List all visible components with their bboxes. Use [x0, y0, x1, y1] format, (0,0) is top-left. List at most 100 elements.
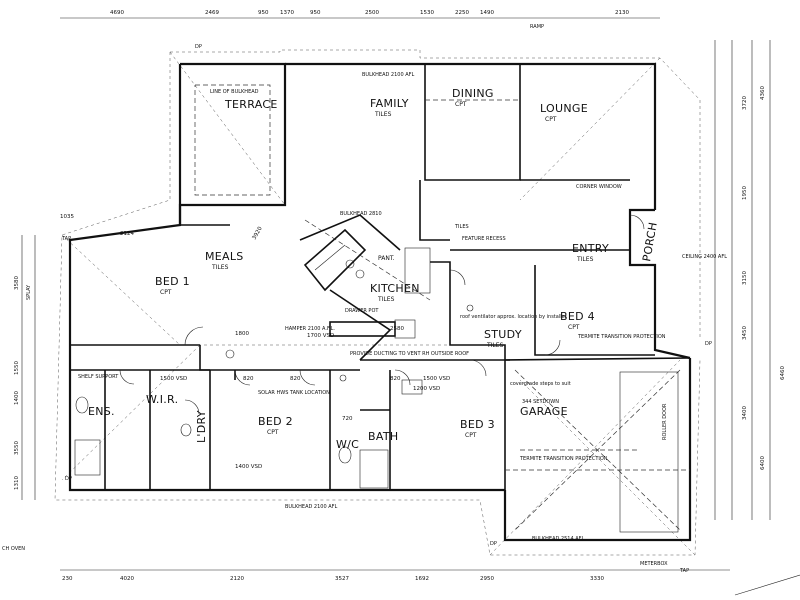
- dim-right-6: 3400: [742, 406, 748, 420]
- note-roof-ventilator: roof ventilator approx. location by inst…: [460, 314, 568, 320]
- room-terrace: TERRACE: [224, 98, 278, 111]
- room-kitchen-floor: TILES: [377, 296, 395, 303]
- dim-inner-12: 820: [290, 376, 301, 382]
- note-dp-4: DP: [705, 341, 712, 347]
- dim-right-3: 1950: [742, 186, 748, 200]
- dim-right-1: 4360: [760, 86, 766, 100]
- note-oven: CH OVEN: [2, 546, 25, 552]
- note-termite-1: TERMITE TRANSITION PROTECTION: [577, 334, 666, 340]
- dim-top-10: 2130: [615, 10, 629, 16]
- dim-inner-7: 1500 VSD: [160, 376, 187, 382]
- room-lounge: LOUNGE: [540, 102, 588, 115]
- note-line-of-bulkhead: LINE OF BULKHEAD: [210, 89, 259, 95]
- dim-bottom-1: 230: [62, 576, 73, 582]
- room-porch: PORCH: [640, 221, 660, 262]
- dim-right-4: 3150: [742, 271, 748, 285]
- interior-walls: [70, 64, 691, 490]
- room-dining: DINING: [452, 87, 494, 100]
- dim-right-5: 3450: [742, 326, 748, 340]
- room-garage: GARAGE: [520, 405, 568, 418]
- note-roller-door: ROLLER DOOR: [662, 403, 668, 440]
- note-cover-steps: covergrade steps to suit: [510, 381, 571, 387]
- dim-top-5: 950: [310, 10, 321, 16]
- note-feature-recess: FEATURE RECESS: [462, 236, 506, 242]
- room-entry-floor: TILES: [576, 256, 594, 263]
- exterior-walls: [68, 62, 692, 542]
- dim-top-2: 2469: [205, 10, 219, 16]
- note-ramp: RAMP: [530, 24, 544, 30]
- kitchen-benches: [303, 228, 431, 339]
- bulkhead-lines: [194, 84, 690, 471]
- note-meterbox: METERBOX: [640, 561, 668, 567]
- misc-marks: [225, 304, 800, 596]
- dim-top-8: 2250: [455, 10, 469, 16]
- room-meals: MEALS: [205, 250, 244, 263]
- room-wir: W.I.R.: [146, 393, 178, 406]
- dim-bottom-3: 2120: [230, 576, 244, 582]
- annotations: LINE OF BULKHEAD BULKHEAD 2100 AFL BULKH…: [2, 24, 727, 574]
- dim-inner-10: 1700 VSD: [307, 333, 334, 339]
- note-corner-window: CORNER WINDOW: [576, 184, 622, 190]
- note-dp-3: DP: [490, 541, 497, 547]
- room-pantry: PANT.: [378, 255, 395, 262]
- dim-inner-13: 720: [342, 416, 353, 422]
- note-bulkhead-bottom: BULKHEAD 2100 AFL: [285, 504, 338, 510]
- dim-bottom-7: 3330: [590, 576, 604, 582]
- dim-bottom-6: 2950: [480, 576, 494, 582]
- note-provide-ducting: PROVIDE DUCTING TO VENT RH OUTSIDE ROOF: [350, 351, 469, 357]
- room-bed3: BED 3: [460, 418, 495, 431]
- room-family-floor: TILES: [374, 111, 392, 118]
- dim-inner-9: 1400 VSD: [235, 464, 262, 470]
- room-wc: W/C: [336, 438, 359, 451]
- note-shelf-support: SHELF SUPPORT: [78, 374, 119, 380]
- room-lounge-floor: CPT: [545, 116, 557, 123]
- dim-top-1: 4690: [110, 10, 124, 16]
- dim-inner-3: 3920: [252, 225, 264, 241]
- room-entry: ENTRY: [572, 242, 609, 255]
- room-laundry: L'DRY: [195, 410, 208, 443]
- dim-inner-4: 2580: [390, 326, 404, 332]
- dim-left-2: 1550: [14, 361, 20, 375]
- note-set-down: 344 SETDOWN: [522, 399, 559, 405]
- room-bed4: BED 4: [560, 310, 595, 323]
- dim-right-2: 3720: [742, 96, 748, 110]
- dim-inner-2: 2124: [120, 231, 134, 237]
- dim-inner-8: 1500 VSD: [423, 376, 450, 382]
- room-bed2: BED 2: [258, 415, 293, 428]
- note-solar-hws: SOLAR HWS TANK LOCATION: [258, 390, 330, 396]
- dim-inner-6: 820: [243, 376, 254, 382]
- note-tap-2: TAP: [679, 568, 689, 574]
- room-bed1: BED 1: [155, 275, 190, 288]
- dim-inner-5: 1800: [235, 331, 249, 337]
- note-dp-2: DP: [65, 476, 72, 482]
- dimension-texts: 4690 2469 950 1370 950 2500 1530 2250 14…: [14, 10, 786, 582]
- garage-slab: [514, 369, 681, 533]
- room-dining-floor: CPT: [455, 101, 467, 108]
- dim-inner-14: 820: [390, 376, 401, 382]
- room-study: STUDY: [484, 328, 522, 341]
- note-drawer-pot: DRAWER POT: [345, 308, 379, 314]
- door-swings: [119, 214, 645, 415]
- dim-left-1: 3580: [14, 276, 20, 290]
- dim-right-8: 6460: [780, 366, 786, 380]
- room-bed2-floor: CPT: [267, 429, 279, 436]
- dim-top-7: 1530: [420, 10, 434, 16]
- dim-left-3: 1400: [14, 391, 20, 405]
- fixtures: [74, 379, 423, 489]
- note-bulkhead-garage: BULKHEAD 2514 AFL: [532, 536, 585, 542]
- note-termite-2: TERMITE TRANSITION PROTECTION: [519, 456, 608, 462]
- note-bulkhead-2810: BULKHEAD 2810: [340, 211, 382, 217]
- dim-inner-1: 1035: [60, 214, 74, 220]
- room-ensuite: ENS.: [88, 405, 115, 418]
- dim-top-4: 1370: [280, 10, 294, 16]
- note-bulkhead-2100: BULKHEAD 2100 AFL: [362, 72, 415, 78]
- room-family: FAMILY: [370, 97, 409, 110]
- dim-bottom-2: 4020: [120, 576, 134, 582]
- note-splay: SPLAY: [26, 284, 32, 300]
- roof-outline: [54, 49, 701, 556]
- dim-bottom-4: 3527: [335, 576, 349, 582]
- room-meals-floor: TILES: [211, 264, 229, 271]
- room-bath: BATH: [368, 430, 398, 443]
- room-bed1-floor: CPT: [160, 289, 172, 296]
